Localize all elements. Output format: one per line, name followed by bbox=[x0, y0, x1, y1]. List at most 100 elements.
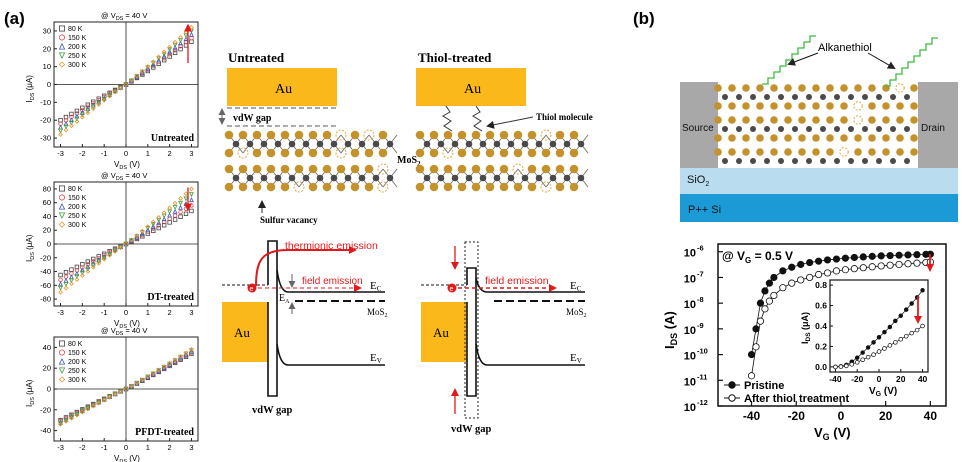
sulfur-atom bbox=[728, 148, 736, 156]
iv-data-point bbox=[172, 213, 178, 218]
iv-xtick-label: -3 bbox=[57, 149, 64, 158]
inset-frame bbox=[829, 279, 929, 373]
sulfur-atom bbox=[443, 130, 453, 140]
au-band-label-thiol: Au bbox=[433, 325, 449, 340]
iv-legend-entry: 80 K bbox=[68, 26, 83, 33]
molybdenum-atom bbox=[330, 140, 338, 148]
iv-data-point bbox=[167, 49, 173, 55]
transfer-data-point bbox=[904, 251, 912, 259]
sulfur-atom bbox=[714, 148, 722, 156]
molybdenum-atom bbox=[792, 126, 798, 132]
iv-data-point bbox=[58, 52, 66, 59]
sulfur-atom bbox=[429, 182, 439, 192]
iv-data-point bbox=[161, 51, 167, 57]
molybdenum-atom bbox=[260, 174, 268, 182]
iv-data-point bbox=[118, 85, 123, 91]
molybdenum-atom bbox=[904, 158, 910, 164]
molybdenum-atom bbox=[778, 158, 784, 164]
sulfur-atom bbox=[513, 182, 523, 192]
molybdenum-atom bbox=[521, 140, 529, 148]
molybdenum-atom bbox=[274, 140, 282, 148]
au-label-thiol: Au bbox=[464, 82, 481, 97]
sulfur-atom bbox=[742, 148, 750, 156]
iv-ytick-label: -30 bbox=[40, 134, 51, 143]
sulfur-atom bbox=[378, 148, 388, 158]
iv-data-point bbox=[58, 421, 63, 427]
iv-data-point bbox=[156, 217, 162, 223]
sulfur-atom bbox=[443, 164, 453, 174]
iv-data-point bbox=[167, 216, 172, 221]
transfer-data-point bbox=[859, 253, 867, 261]
inset-data-point bbox=[882, 329, 887, 335]
band-diagram-thiol: Au e field emission EC MoS2 EV vdW gap bbox=[421, 241, 587, 435]
iv-xtick-label: 3 bbox=[189, 308, 193, 317]
iv-ytick-label: 60 bbox=[43, 198, 51, 207]
molybdenum-atom bbox=[876, 94, 882, 100]
molybdenum-atom bbox=[577, 174, 585, 182]
iv-data-point bbox=[101, 95, 107, 101]
transfer-legend-marker bbox=[728, 394, 736, 402]
iv-data-point bbox=[129, 237, 134, 243]
iv-data-point bbox=[156, 56, 162, 62]
vdw-barrier-untreated bbox=[267, 240, 278, 397]
molybdenum-atom bbox=[465, 174, 473, 182]
iv-ytick-label: -10 bbox=[40, 98, 51, 107]
iv-data-point bbox=[58, 128, 63, 134]
iv-data-point bbox=[79, 409, 85, 415]
iv-data-point bbox=[90, 403, 96, 409]
iv-data-point bbox=[189, 347, 194, 352]
transfer-legend-entry: Pristine bbox=[744, 380, 784, 392]
ec-label-thiol: EC bbox=[570, 280, 582, 293]
molybdenum-atom bbox=[288, 174, 296, 182]
ev-label-thiol: EV bbox=[570, 352, 582, 365]
transfer-data-point bbox=[841, 266, 850, 274]
molybdenum-atom bbox=[862, 158, 868, 164]
iv-data-point bbox=[74, 270, 80, 276]
molybdenum-atom bbox=[507, 174, 515, 182]
iv-data-point bbox=[183, 350, 189, 356]
iv-ytick-label: 20 bbox=[43, 226, 51, 235]
transfer-data-point bbox=[913, 259, 921, 267]
iv-ylabel: IDS (μA) bbox=[25, 75, 36, 103]
iv-plot-title: Untreated bbox=[151, 133, 195, 144]
iv-data-point bbox=[63, 416, 69, 422]
sulfur-atom bbox=[364, 148, 374, 158]
iv-data-point bbox=[107, 250, 113, 256]
iv-xtick-label: -2 bbox=[79, 443, 86, 452]
iv-data-point bbox=[58, 43, 66, 50]
iv-plot-title: PFDT-treated bbox=[135, 427, 194, 438]
sulfur-atom bbox=[555, 182, 565, 192]
iv-data-point bbox=[85, 266, 91, 272]
molybdenum-atom bbox=[806, 158, 812, 164]
transfer-data-point bbox=[797, 276, 805, 284]
iv-ylabel: IDS (μA) bbox=[25, 234, 36, 262]
sulfur-atom bbox=[457, 130, 467, 140]
molybdenum-atom bbox=[750, 94, 756, 100]
iv-ytick-label: 80 bbox=[43, 184, 51, 193]
iv-data-point bbox=[161, 53, 167, 59]
alkanethiol-arrow-right bbox=[867, 52, 896, 69]
iv-data-point bbox=[178, 46, 183, 52]
molybdenum-atom bbox=[862, 126, 868, 132]
drain-label: Drain bbox=[921, 123, 945, 134]
iv-data-point bbox=[189, 35, 194, 41]
ev-line-untreated bbox=[276, 343, 385, 366]
sulfur-vacancy bbox=[540, 129, 552, 141]
molybdenum-atom bbox=[862, 94, 868, 100]
iv-data-point bbox=[118, 389, 123, 394]
iv-data-point bbox=[178, 204, 183, 210]
mos2-lattice-device bbox=[714, 83, 918, 164]
iv-ytick-label: -40 bbox=[40, 426, 51, 435]
molybdenum-atom bbox=[423, 140, 431, 148]
iv-data-point bbox=[85, 104, 91, 110]
sulfur-atom bbox=[714, 84, 722, 92]
sulfur-atom bbox=[770, 84, 778, 92]
iv-data-point bbox=[85, 406, 91, 412]
iv-data-point bbox=[189, 203, 194, 208]
iv-condition: @ VDS = 40 V bbox=[101, 11, 147, 22]
sulfur-atom bbox=[252, 164, 262, 174]
molybdenum-atom bbox=[778, 94, 784, 100]
iv-data-point bbox=[112, 248, 118, 254]
sulfur-atom bbox=[471, 130, 481, 140]
